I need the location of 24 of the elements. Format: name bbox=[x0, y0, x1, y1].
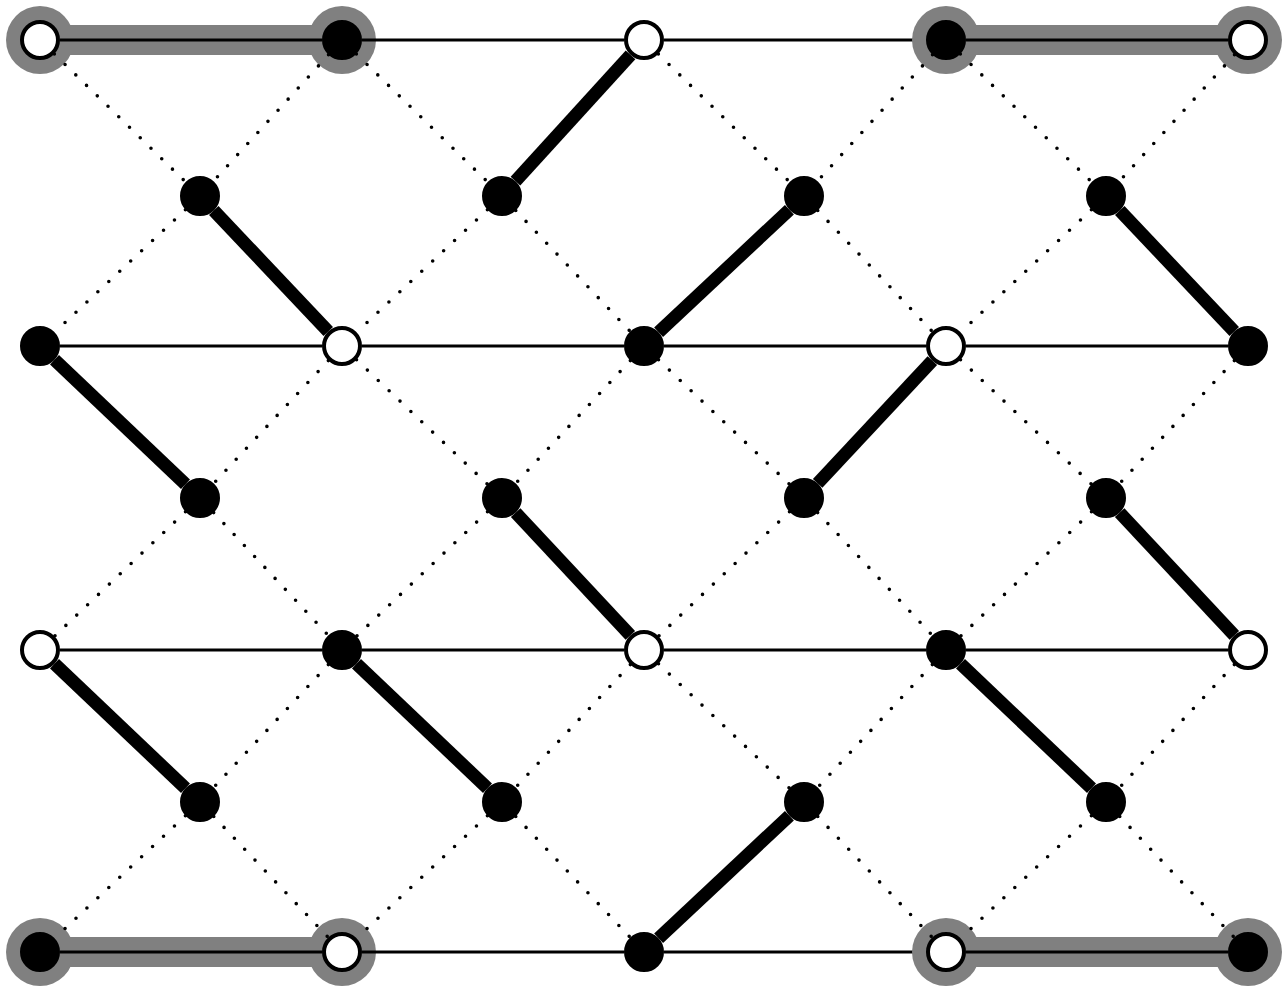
filled-vertex bbox=[322, 630, 362, 670]
filled-vertex bbox=[1086, 782, 1126, 822]
filled-vertex bbox=[926, 630, 966, 670]
filled-vertex bbox=[624, 326, 664, 366]
filled-vertex bbox=[624, 932, 664, 972]
filled-vertex bbox=[784, 176, 824, 216]
filled-vertex bbox=[180, 176, 220, 216]
filled-vertex bbox=[1228, 326, 1268, 366]
filled-vertex bbox=[180, 782, 220, 822]
open-vertex bbox=[624, 630, 664, 670]
filled-vertex bbox=[20, 326, 60, 366]
filled-vertex bbox=[1086, 176, 1126, 216]
open-vertex bbox=[322, 326, 362, 366]
filled-vertex bbox=[482, 478, 522, 518]
open-vertex bbox=[20, 630, 60, 670]
open-vertex bbox=[624, 20, 664, 60]
filled-vertex bbox=[482, 782, 522, 822]
filled-vertex bbox=[784, 782, 824, 822]
filled-vertex bbox=[784, 478, 824, 518]
filled-vertex bbox=[180, 478, 220, 518]
filled-vertex bbox=[1086, 478, 1126, 518]
open-vertex bbox=[1228, 630, 1268, 670]
filled-vertex bbox=[482, 176, 522, 216]
open-vertex bbox=[926, 326, 966, 366]
